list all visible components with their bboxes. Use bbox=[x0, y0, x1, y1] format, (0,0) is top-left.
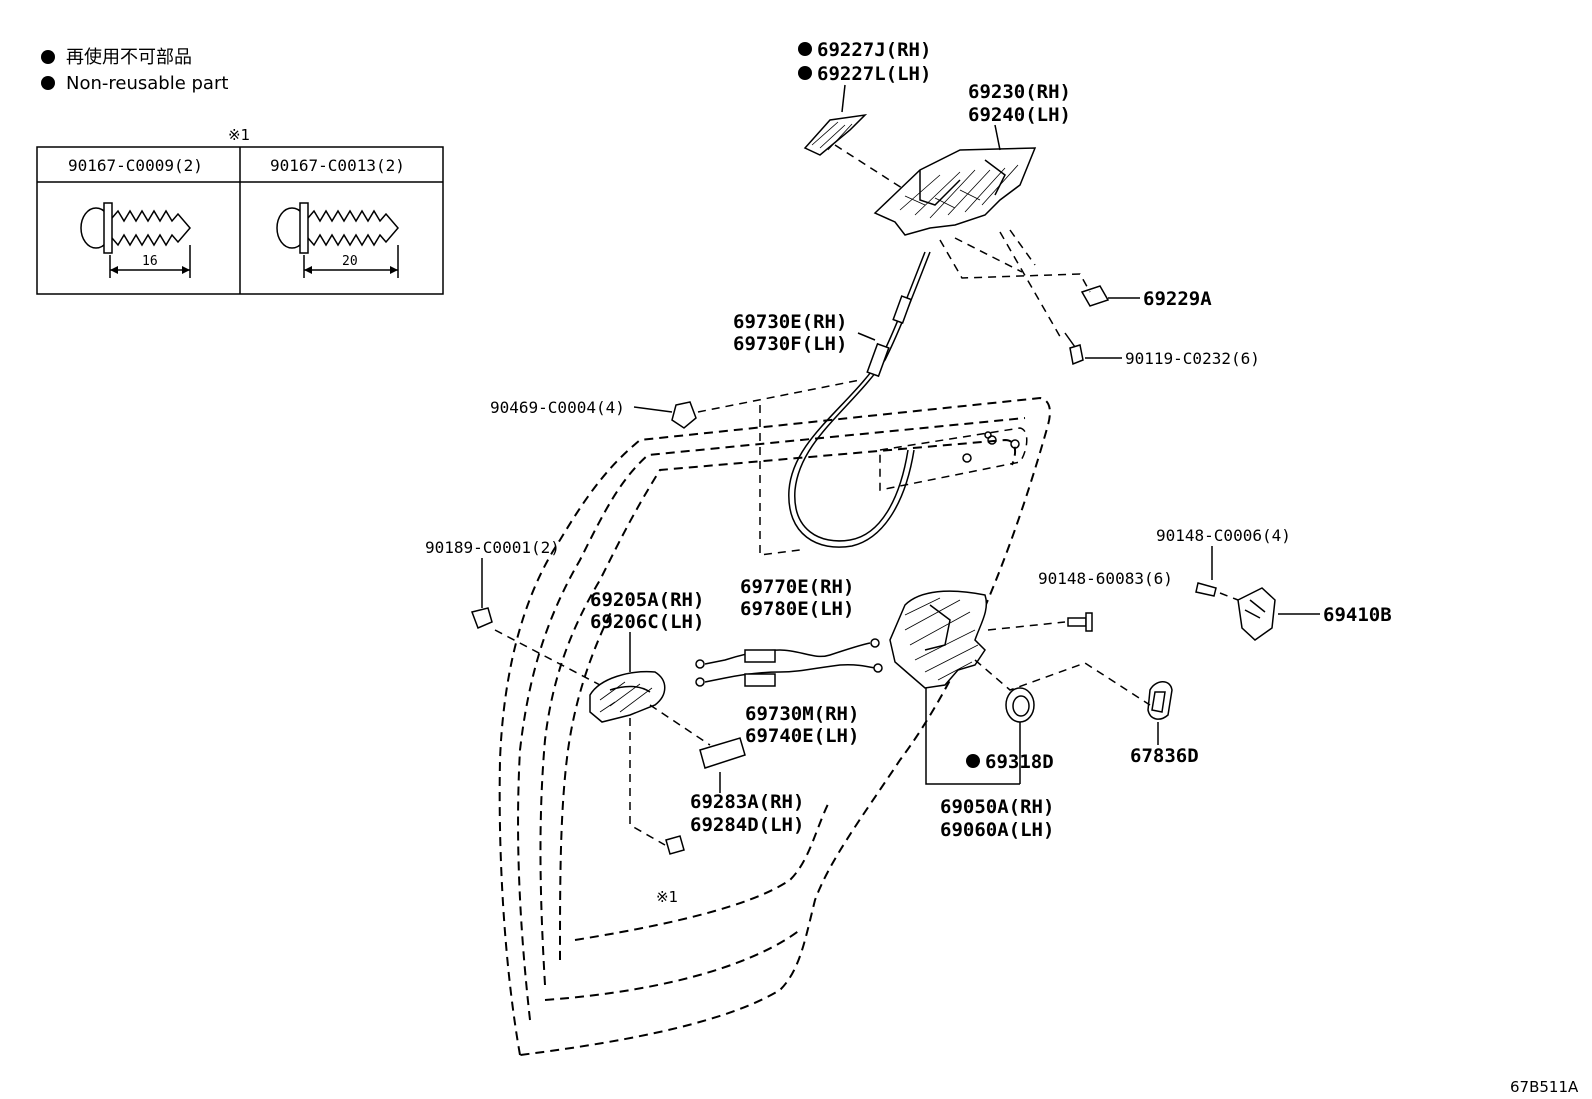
non-reusable-bullet-icon bbox=[966, 754, 980, 768]
label-leader-lines bbox=[481, 84, 1320, 793]
screw-part-number-1: 90167-C0009(2) bbox=[68, 156, 203, 175]
label-90189: 90189-C0001(2) bbox=[425, 538, 560, 557]
screw-note1-icon bbox=[665, 835, 685, 855]
screw-16-icon: 16 bbox=[80, 202, 191, 278]
handle-cables bbox=[695, 638, 883, 687]
label-90148-60083: 90148-60083(6) bbox=[1038, 569, 1173, 588]
label-69229a: 69229A bbox=[1143, 288, 1212, 310]
cable-clamp-90469-icon bbox=[671, 401, 697, 429]
label-69770e: 69770E(RH) bbox=[740, 576, 854, 598]
label-69283a: 69283A(RH) bbox=[690, 791, 804, 813]
grommet-icon bbox=[1147, 681, 1173, 720]
non-reusable-bullet-icon bbox=[798, 66, 812, 80]
label-screw-note: ※1 bbox=[656, 888, 678, 906]
non-reusable-bullet-icon bbox=[41, 76, 55, 90]
screw-table: ※1 90167-C0009(2) 90167-C0013(2) 16 20 bbox=[36, 126, 444, 295]
non-reusable-bullet-icon bbox=[41, 50, 55, 64]
lock-cushion-icon bbox=[1005, 687, 1035, 723]
label-69050a: 69050A(RH) bbox=[940, 796, 1054, 818]
label-69730e: 69730E(RH) bbox=[733, 311, 847, 333]
label-69780e: 69780E(LH) bbox=[740, 598, 854, 620]
label-69206c: 69206C(LH) bbox=[590, 611, 704, 633]
screw-length-20: 20 bbox=[342, 254, 358, 269]
label-69230: 69230(RH) bbox=[968, 81, 1071, 103]
label-69205a: 69205A(RH) bbox=[590, 589, 704, 611]
label-69410b: 69410B bbox=[1323, 604, 1392, 626]
bolt-90119-icon bbox=[1064, 332, 1084, 366]
label-90469: 90469-C0004(4) bbox=[490, 398, 625, 417]
diagram-code: 67B511A bbox=[1510, 1078, 1579, 1096]
label-90148-c0006: 90148-C0006(4) bbox=[1156, 526, 1291, 545]
door-lock-motor-assembly bbox=[873, 147, 1037, 236]
label-69227l: 69227L(LH) bbox=[817, 63, 931, 85]
part-labels: 69227J(RH) 69227L(LH) 69230(RH) 69240(LH… bbox=[425, 39, 1392, 906]
lock-protector-cover bbox=[803, 113, 868, 156]
label-69730m: 69730M(RH) bbox=[745, 703, 859, 725]
assembly-leader-lines bbox=[494, 144, 1239, 846]
label-69227j: 69227J(RH) bbox=[817, 39, 931, 61]
label-69740e: 69740E(LH) bbox=[745, 725, 859, 747]
door-lock-assembly bbox=[889, 590, 987, 689]
label-69318d: 69318D bbox=[985, 751, 1054, 773]
screw-table-note: ※1 bbox=[228, 126, 250, 144]
cable-clip bbox=[1080, 285, 1110, 307]
legend: 再使用不可部品 Non-reusable part bbox=[41, 47, 228, 94]
label-90119: 90119-C0232(6) bbox=[1125, 349, 1260, 368]
non-reusable-bullet-icon bbox=[798, 42, 812, 56]
legend-jp-text: 再使用不可部品 bbox=[66, 47, 192, 68]
label-69060a: 69060A(LH) bbox=[940, 819, 1054, 841]
screw-20-icon: 20 bbox=[276, 202, 399, 278]
screw-length-16: 16 bbox=[142, 254, 158, 269]
lock-cable-upper bbox=[788, 251, 931, 548]
screw-90148-c0006-icon bbox=[1195, 582, 1217, 597]
label-67836d: 67836D bbox=[1130, 745, 1199, 767]
inside-handle-assembly bbox=[589, 670, 666, 723]
label-69240: 69240(LH) bbox=[968, 104, 1071, 126]
label-69284d: 69284D(LH) bbox=[690, 814, 804, 836]
screw-part-number-2: 90167-C0013(2) bbox=[270, 156, 405, 175]
clip-90189-icon bbox=[471, 607, 493, 629]
door-striker-icon bbox=[1237, 587, 1276, 641]
door-outline bbox=[498, 396, 1051, 1056]
legend-en-text: Non-reusable part bbox=[66, 73, 228, 94]
screw-90148-60083-icon bbox=[1067, 612, 1093, 632]
label-69730f: 69730F(LH) bbox=[733, 333, 847, 355]
handle-bezel bbox=[699, 737, 746, 769]
